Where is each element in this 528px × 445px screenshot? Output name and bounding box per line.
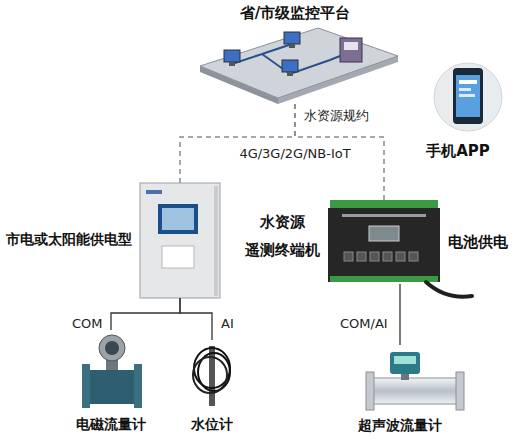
meter-display [394,356,416,364]
terminal-node: 电池供电 [328,200,440,284]
meter-head [99,335,125,361]
platform-top [200,28,398,98]
cabinet-screen [162,208,194,230]
link-label-anchor: 水资源规约 [302,108,371,124]
app-node: 手机APP [412,62,504,162]
platform-node: 省/市级监控平台 [195,4,395,104]
cabinet-screen-frame [158,204,198,234]
app-bar [459,80,477,84]
meter-head [390,352,420,374]
phone-screen [456,75,480,117]
terminal-button [370,252,379,261]
meter-pipe [88,370,136,404]
cabinet-body [140,183,220,298]
node-label: 市电或太阳能供电型 [6,231,132,249]
ultrasonic-flowmeter-illustration [366,352,464,410]
meter-pipe [372,378,458,404]
cable-coil [193,357,227,393]
meter-flange [82,364,90,408]
phone-icon [434,63,502,131]
node-label: 电磁流量计 [62,416,160,434]
terminal-strip [342,214,426,217]
signal-wire [111,298,180,330]
sensor-node: 水位计 [180,340,244,435]
node-label: 省/市级监控平台 [195,4,395,23]
terminal-body [328,208,440,282]
signal-wire [180,298,212,340]
meter-flange [134,364,142,408]
network-line [232,52,350,74]
meter-flange [456,372,464,410]
cabinet-node: 市电或太阳能供电型 [140,183,220,298]
terminal-button [409,252,418,261]
signal-label-anchor: AI [219,316,236,332]
computer-stand [229,62,235,66]
device-title-anchor: 水资源 遥测终端机 [240,208,324,264]
node-label: 手机APP [412,142,504,161]
signal-label: COM [70,316,105,332]
cabinet-edge [214,186,218,296]
node-label: 水位计 [180,416,244,434]
computer-monitor [224,50,240,62]
platform-illustration [200,28,398,104]
phone-body [453,68,483,124]
cabinet-plate [162,246,194,268]
app-bar [459,88,471,91]
terminal-button [396,252,405,261]
node-label: 超声波流量计 [340,417,460,435]
network-line [262,44,292,54]
phone-bubble [434,63,502,131]
terminal-button [344,252,353,261]
link-label-anchor: 4G/3G/2G/NB-IoT [237,146,352,162]
cabinet-illustration [140,183,220,298]
sensor-node: 电磁流量计 [62,330,160,435]
cabinet-logo [146,190,162,194]
signal-label: COM/AI [338,316,390,332]
signal-wire [399,284,400,345]
probe [209,346,215,406]
computer-stand [289,44,295,48]
computer-monitor [284,32,300,44]
terminal-block [330,200,438,209]
terminal-screen [369,226,399,241]
link-label: 水资源规约 [302,108,371,124]
sensor-node: 超声波流量计 [340,345,460,435]
electromagnetic-flowmeter-illustration [82,335,142,408]
app-bar [459,94,475,97]
server-panel [344,42,358,50]
meter-flange [366,372,374,410]
network-link [180,104,295,183]
node-label: 电池供电 [448,233,508,252]
level-gauge-illustration [193,346,230,406]
meter-display [105,341,119,355]
computer-monitor [282,60,298,72]
signal-label: AI [219,316,236,332]
antenna [426,282,472,297]
terminal-block [330,276,438,282]
signal-label-anchor: COM/AI [338,316,390,332]
terminal-button [383,252,392,261]
link-label: 4G/3G/2G/NB-IoT [237,146,352,162]
terminal-button [357,252,366,261]
signal-label-anchor: COM [70,316,105,332]
device-title: 水资源 遥测终端机 [240,208,324,264]
computer-stand [287,72,293,76]
server-tower [340,38,362,62]
